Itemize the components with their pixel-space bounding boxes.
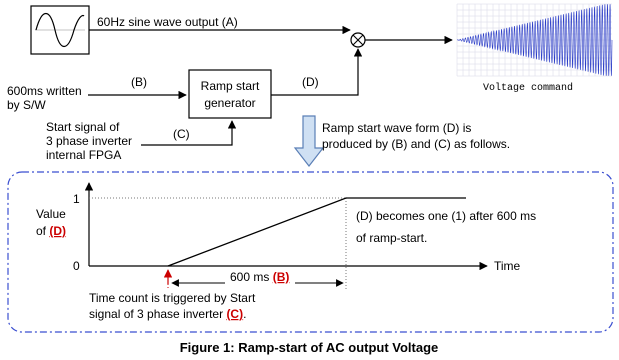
input-b-text-line1: 600ms written <box>7 84 82 98</box>
start-signal-line3: internal FPGA <box>46 148 121 162</box>
trigger-note-line1: Time count is triggered by Start <box>89 291 256 305</box>
trigger-ref-c: (C) <box>226 307 243 321</box>
label-d: (D) <box>302 75 319 89</box>
figure-caption: Figure 1: Ramp-start of AC output Voltag… <box>180 340 439 355</box>
down-arrow-icon <box>293 115 325 167</box>
x-axis-label: Time <box>494 259 521 273</box>
duration-label: 600 ms (B) <box>230 270 289 284</box>
duration-ref-b: (B) <box>273 270 290 284</box>
ramp-start-generator-box <box>188 69 272 119</box>
start-signal-line1: Start signal of <box>46 120 120 134</box>
generator-label-line1: Ramp start <box>201 79 260 93</box>
ramp-curve <box>167 197 466 267</box>
sine-wave-block <box>30 5 90 55</box>
generator-label-line2: generator <box>204 96 255 110</box>
multiplier-icon <box>350 32 366 48</box>
y-axis-label-line1: Value <box>36 207 66 221</box>
label-c: (C) <box>173 127 190 141</box>
ramp-graph-frame <box>7 171 614 333</box>
sine-output-label: 60Hz sine wave output (A) <box>97 15 238 29</box>
voltage-command-label: Voltage command <box>483 82 573 94</box>
y-tick-low: 0 <box>73 259 80 273</box>
y-label-prefix: of <box>36 224 47 238</box>
voltage-command-trace <box>456 4 613 76</box>
waveform-note-line2: produced by (B) and (C) as follows. <box>322 137 510 151</box>
output-d-line <box>271 48 363 96</box>
input-c-arrow <box>141 120 237 146</box>
y-axis-label-line2: of (D) <box>36 224 66 238</box>
y-tick-high: 1 <box>73 192 80 206</box>
sine-wave-icon <box>35 12 85 48</box>
start-signal-line2: 3 phase inverter <box>46 134 132 148</box>
trigger-note-line2: signal of 3 phase inverter (C). <box>89 307 246 321</box>
input-b-text-line2: by S/W <box>7 98 46 112</box>
ramp-note-line2: of ramp-start. <box>356 231 427 245</box>
label-b: (B) <box>131 75 147 89</box>
ramp-note-line1: (D) becomes one (1) after 600 ms <box>356 209 536 223</box>
voltage-command-waveform <box>456 3 613 77</box>
y-label-ref-d: (D) <box>49 224 66 238</box>
waveform-note-line1: Ramp start wave form (D) is <box>322 121 471 135</box>
